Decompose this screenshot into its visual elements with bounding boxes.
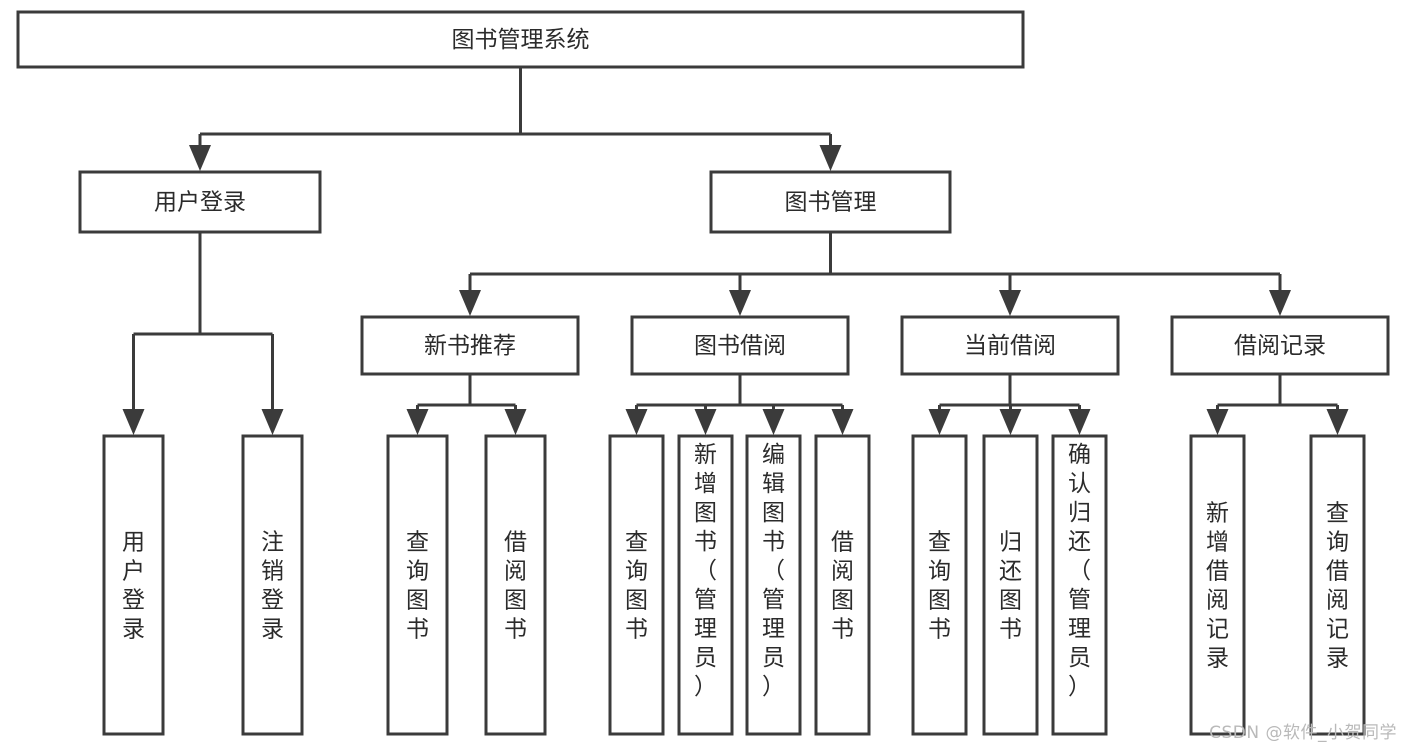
connector-group-book-manage (459, 232, 1291, 316)
node-box[interactable] (900, 315, 1120, 376)
node-label: 图书管理系统 (452, 27, 590, 53)
node-label: 新书推荐 (424, 333, 516, 359)
arrow-head-icon (504, 409, 527, 435)
node-box[interactable] (1309, 434, 1366, 736)
node-label: 图书管理 (785, 190, 877, 216)
node-leaf-return-book[interactable]: 归还图书 (982, 434, 1039, 736)
node-book-borrow[interactable]: 图书借阅 (630, 315, 850, 376)
arrow-head-icon (819, 145, 842, 171)
node-label: 确认归还（管理员） (1068, 442, 1091, 700)
node-label: 用户登录 (122, 530, 145, 643)
node-box[interactable] (484, 434, 547, 736)
node-leaf-query-record[interactable]: 查询借阅记录 (1309, 434, 1366, 736)
node-box[interactable] (16, 10, 1025, 69)
node-box[interactable] (982, 434, 1039, 736)
node-leaf-query-book-1[interactable]: 查询图书 (386, 434, 449, 736)
node-box[interactable] (630, 315, 850, 376)
node-label: 归还图书 (999, 530, 1022, 643)
node-new-book-rec[interactable]: 新书推荐 (360, 315, 580, 376)
node-box[interactable] (78, 170, 322, 234)
node-box[interactable] (102, 434, 165, 736)
arrow-head-icon (625, 409, 648, 435)
node-box[interactable] (677, 434, 734, 736)
connector-group-book-borrow (625, 374, 854, 435)
node-leaf-borrow-book-1[interactable]: 借阅图书 (484, 434, 547, 736)
connector-group-current-borrow (928, 374, 1091, 435)
node-root[interactable]: 图书管理系统 (16, 10, 1025, 69)
node-borrow-records[interactable]: 借阅记录 (1170, 315, 1390, 376)
node-box[interactable] (241, 434, 304, 736)
node-leaf-logout[interactable]: 注销登录 (241, 434, 304, 736)
node-label: 注销登录 (261, 530, 284, 643)
arrow-head-icon (831, 409, 854, 435)
arrow-head-icon (1269, 290, 1291, 316)
node-leaf-borrow-book-2[interactable]: 借阅图书 (814, 434, 871, 736)
node-label: 图书借阅 (694, 333, 786, 359)
node-leaf-query-book-3[interactable]: 查询图书 (911, 434, 968, 736)
arrow-head-icon (1068, 409, 1091, 435)
node-label: 编辑图书（管理员） (762, 442, 785, 700)
node-box[interactable] (745, 434, 802, 736)
node-box[interactable] (386, 434, 449, 736)
arrow-head-icon (189, 145, 211, 171)
node-leaf-query-book-2[interactable]: 查询图书 (608, 434, 665, 736)
node-leaf-add-book[interactable]: 新增图书（管理员） (677, 434, 734, 736)
node-box[interactable] (608, 434, 665, 736)
node-label: 借阅图书 (831, 530, 854, 643)
node-box[interactable] (911, 434, 968, 736)
node-box[interactable] (709, 170, 952, 234)
node-label: 借阅图书 (504, 530, 527, 643)
node-leaf-edit-book[interactable]: 编辑图书（管理员） (745, 434, 802, 736)
node-label: 查询图书 (625, 530, 648, 643)
connector-group-root (189, 67, 842, 171)
arrow-head-icon (999, 290, 1021, 316)
arrow-head-icon (459, 290, 481, 316)
node-label: 借阅记录 (1234, 333, 1326, 359)
node-label: 新增图书（管理员） (694, 442, 717, 700)
node-box[interactable] (1189, 434, 1246, 736)
node-leaf-confirm-return[interactable]: 确认归还（管理员） (1051, 434, 1108, 736)
connector-group-new-book-rec (406, 374, 527, 435)
arrow-head-icon (999, 409, 1022, 435)
arrow-head-icon (122, 409, 145, 435)
node-label: 用户登录 (154, 190, 246, 216)
arrow-head-icon (928, 409, 951, 435)
connector-group-user-login (122, 232, 284, 435)
node-box[interactable] (814, 434, 871, 736)
nodes-layer: 图书管理系统用户登录图书管理新书推荐图书借阅当前借阅借阅记录用户登录注销登录查询… (16, 10, 1390, 736)
node-label: 新增借阅记录 (1206, 501, 1229, 672)
node-box[interactable] (1051, 434, 1108, 736)
connector-group-borrow-records (1206, 374, 1349, 435)
node-book-manage[interactable]: 图书管理 (709, 170, 952, 234)
node-box[interactable] (360, 315, 580, 376)
node-label: 查询图书 (928, 530, 951, 643)
node-current-borrow[interactable]: 当前借阅 (900, 315, 1120, 376)
arrow-head-icon (261, 409, 284, 435)
node-label: 当前借阅 (964, 333, 1056, 359)
arrow-head-icon (762, 409, 785, 435)
node-label: 查询借阅记录 (1326, 501, 1349, 672)
arrow-head-icon (406, 409, 429, 435)
node-label: 查询图书 (406, 530, 429, 643)
node-user-login[interactable]: 用户登录 (78, 170, 322, 234)
connectors-layer (122, 67, 1349, 435)
arrow-head-icon (1326, 409, 1349, 435)
arrow-head-icon (729, 290, 751, 316)
node-leaf-user-login[interactable]: 用户登录 (102, 434, 165, 736)
node-leaf-add-record[interactable]: 新增借阅记录 (1189, 434, 1246, 736)
arrow-head-icon (694, 409, 717, 435)
node-box[interactable] (1170, 315, 1390, 376)
arrow-head-icon (1206, 409, 1229, 435)
